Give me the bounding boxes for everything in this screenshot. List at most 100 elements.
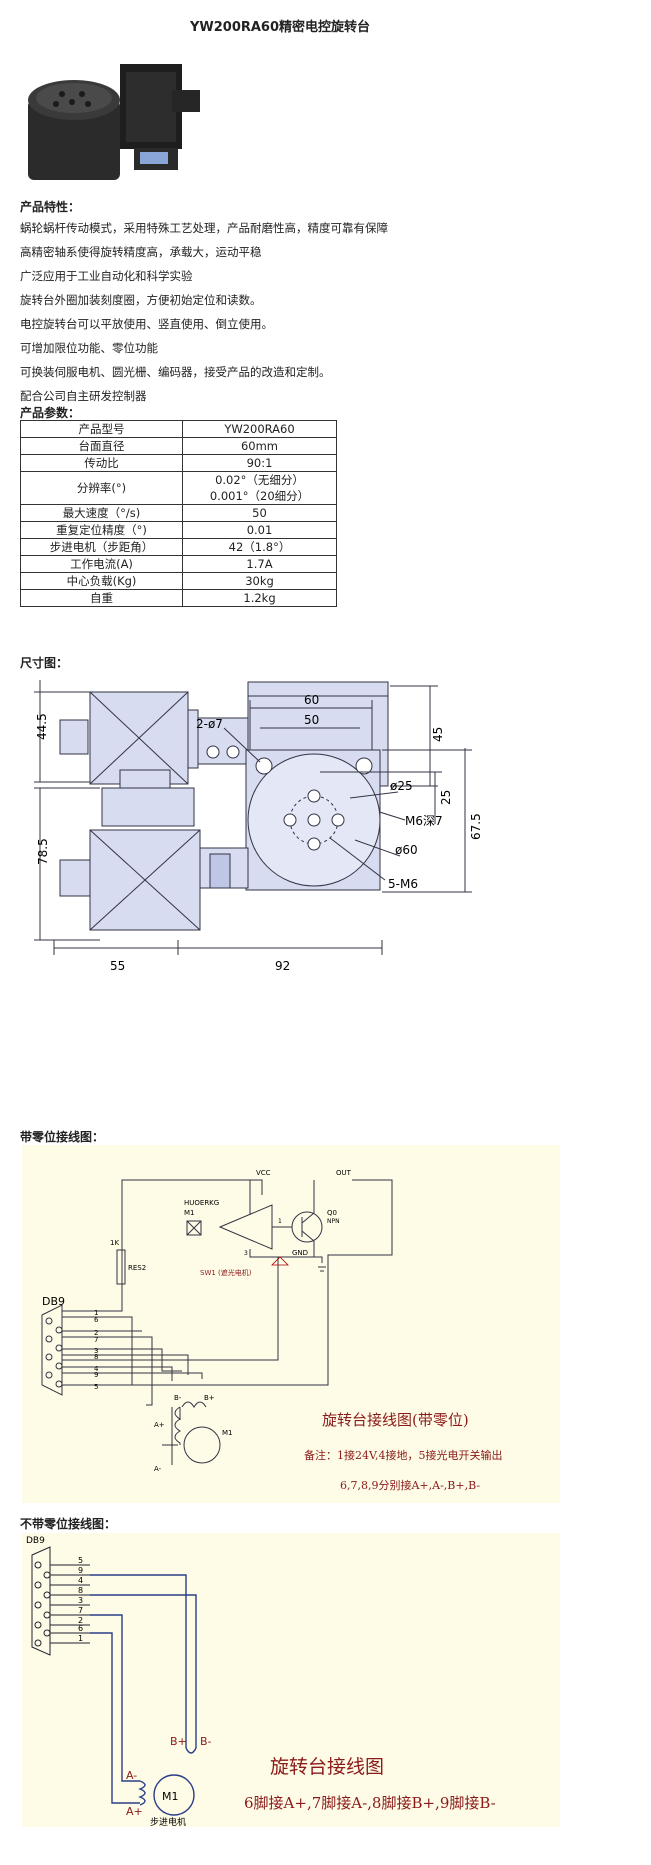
pin-label: 8 xyxy=(78,1586,83,1595)
pin-label: 2 xyxy=(78,1616,83,1625)
param-value-line: 0.001°（20细分） xyxy=(209,489,310,503)
feature-item: 电控旋转台可以平放使用、竖直使用、倒立使用。 xyxy=(20,317,273,331)
param-value: 0.01 xyxy=(182,521,337,539)
pin-label: 4 xyxy=(94,1365,99,1373)
dim-label: 44.5 xyxy=(35,713,49,740)
pin-label: 6 xyxy=(78,1624,83,1633)
wiring-text: A+ xyxy=(126,1805,143,1818)
param-key: 产品型号 xyxy=(20,420,183,438)
feature-item: 蜗轮蜗杆传动模式，采用特殊工艺处理，产品耐磨性高，精度可靠有保障 xyxy=(20,221,388,235)
wiring-caption: 旋转台接线图 xyxy=(270,1756,384,1778)
pin-label: 5 xyxy=(94,1383,98,1391)
feature-item: 广泛应用于工业自动化和科学实验 xyxy=(20,269,193,283)
dims-heading: 尺寸图： xyxy=(20,656,69,670)
param-value: 30kg xyxy=(182,572,337,590)
param-key: 台面直径 xyxy=(20,437,183,455)
pin-label: 8 xyxy=(94,1353,98,1361)
wiring-text: A+ xyxy=(154,1421,165,1429)
wiring-text: 1 xyxy=(278,1218,282,1225)
param-value: 42（1.8°） xyxy=(182,538,337,556)
wiring-note: 备注：1接24V,4接地，5接光电开关输出 xyxy=(304,1448,503,1462)
wiring-text: NPN xyxy=(327,1218,340,1225)
dim-label: 92 xyxy=(275,959,290,973)
table-row: 重复定位精度（°)0.01 xyxy=(20,521,337,539)
table-row: 最大速度（°/s)50 xyxy=(20,504,337,522)
feature-item: 可换装伺服电机、圆光栅、编码器，接受产品的改造和定制。 xyxy=(20,365,331,379)
param-key: 中心负载(Kg) xyxy=(20,572,183,590)
page-title: YW200RA60精密电控旋转台 xyxy=(189,20,371,35)
wiring-diagram-zero: DB9 1K RES2 HUOERKG M1 VCC OUT Q0 NPN GN… xyxy=(22,1145,560,1503)
wiring-text: 步进电机 xyxy=(150,1816,186,1827)
param-key: 自重 xyxy=(20,589,183,607)
wiring-diagram-no-zero: DB9 5 9 4 8 3 7 2 6 1 B+ B- A- A+ M1 步进电… xyxy=(22,1533,560,1827)
pin-label: 5 xyxy=(78,1556,83,1565)
wiring-text: B+ xyxy=(204,1394,215,1402)
wiring2-heading: 不带零位接线图： xyxy=(20,1517,117,1531)
pin-label: 7 xyxy=(78,1606,83,1615)
wiring-text: GND xyxy=(292,1249,308,1257)
table-row: 工作电流(A)1.7A xyxy=(20,555,337,573)
wiring-note: 6脚接A+,7脚接A-,8脚接B+,9脚接B- xyxy=(244,1794,496,1812)
param-key: 最大速度（°/s) xyxy=(20,504,183,522)
param-value: 1.2kg xyxy=(182,589,337,607)
pin-label: 9 xyxy=(94,1371,98,1379)
wiring-text: A- xyxy=(154,1465,162,1473)
feature-item: 配合公司自主研发控制器 xyxy=(20,389,147,403)
wiring-text: M1 xyxy=(184,1209,195,1217)
pin-label: 2 xyxy=(94,1329,98,1337)
param-value: 90:1 xyxy=(182,454,337,472)
wiring1-heading: 带零位接线图： xyxy=(20,1130,105,1144)
wiring-text: B- xyxy=(200,1735,212,1748)
feature-item: 旋转台外圈加装刻度圈，方便初始定位和读数。 xyxy=(20,293,262,307)
wiring-text: M1 xyxy=(162,1790,179,1803)
param-value: 50 xyxy=(182,504,337,522)
features-heading: 产品特性： xyxy=(20,200,81,214)
wiring-text: M1 xyxy=(222,1429,233,1437)
dim-label: 50 xyxy=(304,713,319,727)
pin-label: 1 xyxy=(78,1634,83,1643)
dim-label: 2-ø7 xyxy=(196,717,223,731)
wiring-text: Q0 xyxy=(327,1209,337,1217)
wiring-note: 6,7,8,9分别接A+,A-,B+,B- xyxy=(340,1479,480,1492)
param-key: 重复定位精度（°) xyxy=(20,521,183,539)
wiring-text: SW1 (遮光电机) xyxy=(200,1268,252,1277)
feature-item: 可增加限位功能、零位功能 xyxy=(20,341,158,355)
product-photo xyxy=(22,60,212,195)
wiring-text: OUT xyxy=(336,1169,352,1177)
wiring-text: 1K xyxy=(110,1239,119,1247)
dim-label: ø25 xyxy=(390,779,413,793)
dim-label: 60 xyxy=(304,693,319,707)
wiring-text: B- xyxy=(174,1394,182,1402)
dim-label: M6深7 xyxy=(405,814,443,828)
param-key: 步进电机（步距角） xyxy=(20,538,183,556)
param-value: YW200RA60 xyxy=(182,420,337,438)
table-row: 分辨率(°) 0.02°（无细分） 0.001°（20细分） xyxy=(20,471,337,505)
wiring-text: DB9 xyxy=(42,1295,65,1308)
wiring-text: DB9 xyxy=(26,1536,45,1546)
dim-label: 78.5 xyxy=(36,838,50,865)
dim-label: 5-M6 xyxy=(388,877,418,891)
dim-label: 67.5 xyxy=(469,813,483,840)
dim-label: 55 xyxy=(110,959,125,973)
dim-label: 45 xyxy=(431,727,445,742)
pin-label: 3 xyxy=(94,1347,98,1355)
dimension-drawing: 44.5 45 M6深7 60 50 2-ø7 ø25 25 xyxy=(34,680,483,973)
wiring-caption: 旋转台接线图(带零位) xyxy=(322,1411,469,1429)
feature-item: 高精密轴系使得旋转精度高，承载大，运动平稳 xyxy=(20,245,262,259)
param-key: 工作电流(A) xyxy=(20,555,183,573)
param-value-line: 0.02°（无细分） xyxy=(215,473,304,487)
params-heading: 产品参数： xyxy=(20,406,81,420)
wiring-text: HUOERKG xyxy=(184,1199,219,1207)
pin-label: 1 xyxy=(94,1309,98,1317)
param-key: 分辨率(°) xyxy=(20,471,183,505)
wiring-text: A- xyxy=(126,1769,137,1782)
wiring-text: VCC xyxy=(256,1169,271,1177)
param-value: 0.02°（无细分） 0.001°（20细分） xyxy=(182,471,337,505)
param-value: 1.7A xyxy=(182,555,337,573)
pin-label: 6 xyxy=(94,1316,99,1324)
